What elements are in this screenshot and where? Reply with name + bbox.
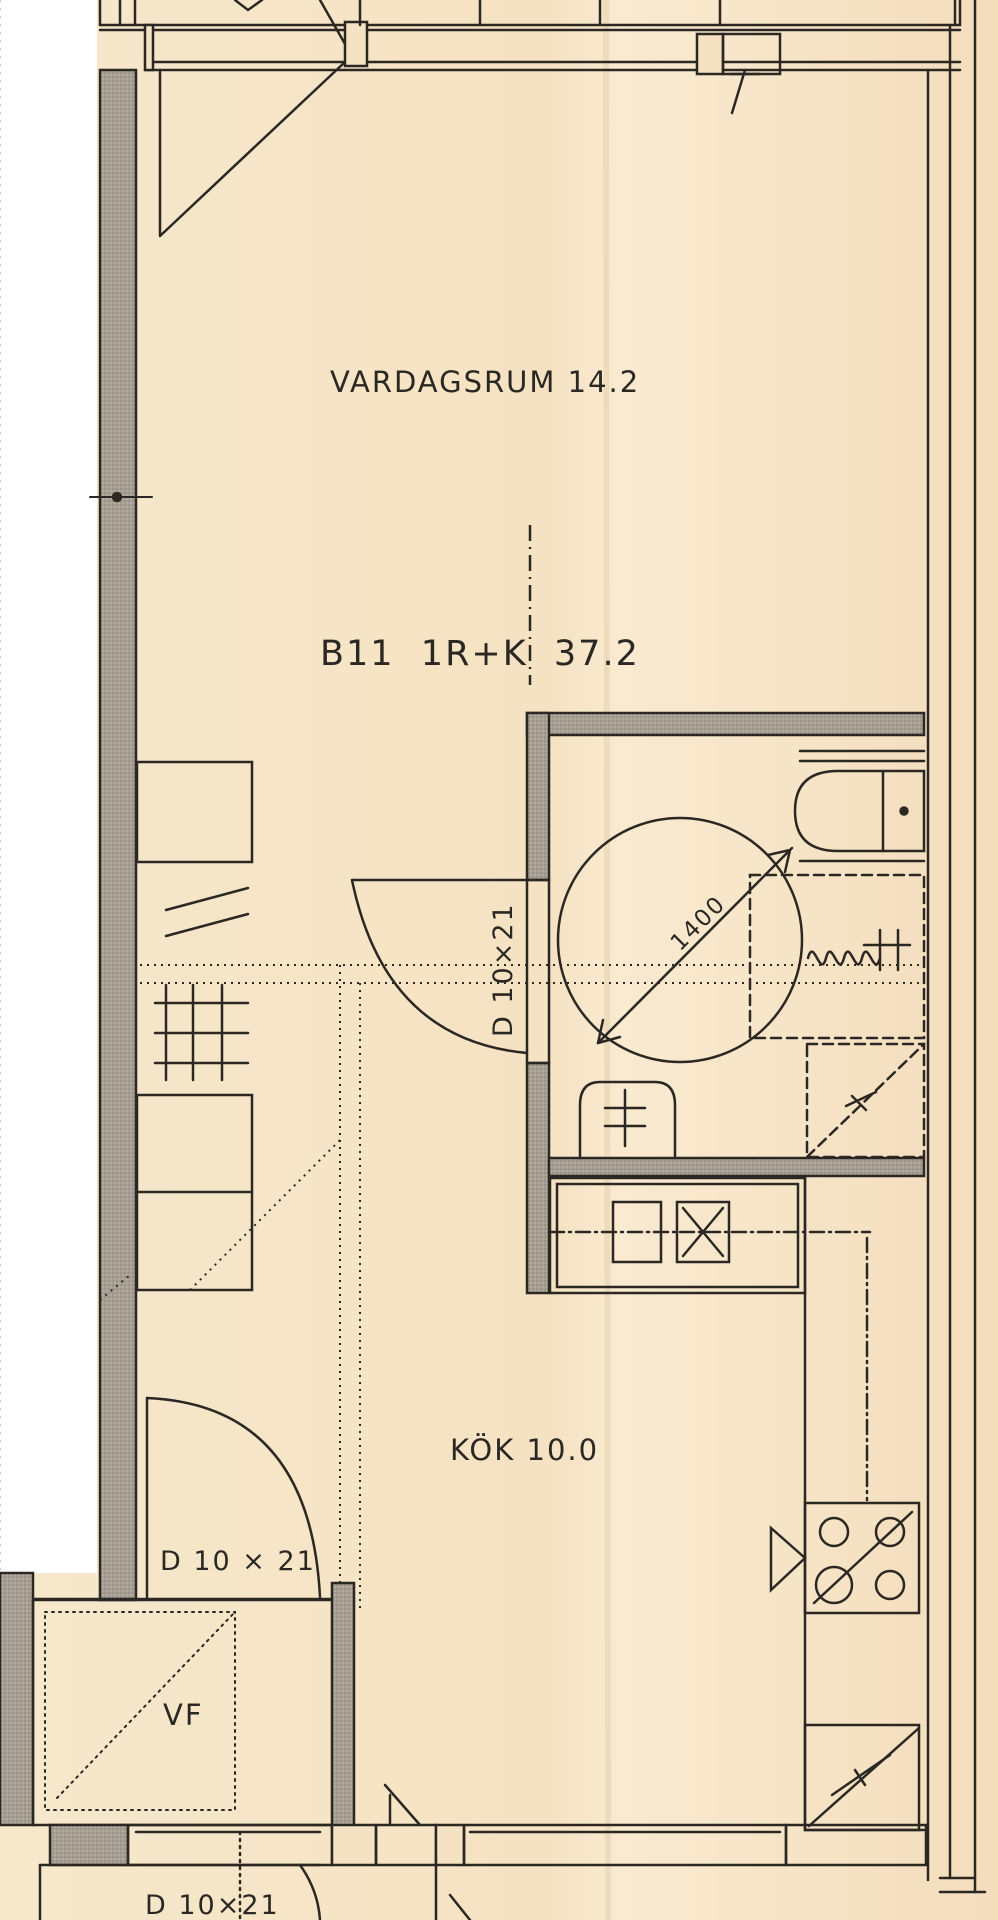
top-window-wall (98, 0, 962, 115)
room-label-vf: VF (163, 1698, 204, 1732)
left-wall (98, 68, 138, 1602)
door-label-bathroom: D 10×21 (488, 902, 519, 1037)
bathtub (793, 749, 926, 863)
bathroom-door (350, 878, 551, 1065)
entry-door (145, 1396, 322, 1599)
door-label-entry: D 10 × 21 (160, 1546, 316, 1577)
room-label-kok: KÖK 10.0 (450, 1433, 599, 1467)
bathroom-wall-left-lower (525, 1061, 551, 1295)
bottom-wall (38, 1783, 928, 1920)
turning-circle-dimension (596, 846, 794, 1045)
washbasin (578, 1080, 677, 1160)
paper-fold (603, 0, 611, 1920)
balcony-door-swing (158, 60, 347, 238)
turning-circle (556, 816, 804, 1064)
dotted-guides (99, 964, 924, 1610)
scan-margin (0, 0, 97, 1573)
door-label-bottom: D 10×21 (145, 1890, 280, 1920)
right-wall (926, 0, 987, 1894)
bathroom-wall-top (525, 711, 926, 737)
shower-zone (748, 873, 926, 1159)
vf-closet-dotted (44, 1611, 236, 1811)
kitchen-counter (803, 1176, 926, 1832)
stove (769, 1510, 914, 1605)
room-label-vardagsrum: VARDAGSRUM 14.2 (330, 365, 640, 399)
shower-hose (806, 928, 912, 972)
wardrobe (135, 760, 254, 1292)
bathroom-wall-bottom (547, 1156, 926, 1178)
bathroom-wall-left-upper (525, 711, 551, 882)
apartment-label: B11 1R+K 37.2 (320, 634, 640, 674)
